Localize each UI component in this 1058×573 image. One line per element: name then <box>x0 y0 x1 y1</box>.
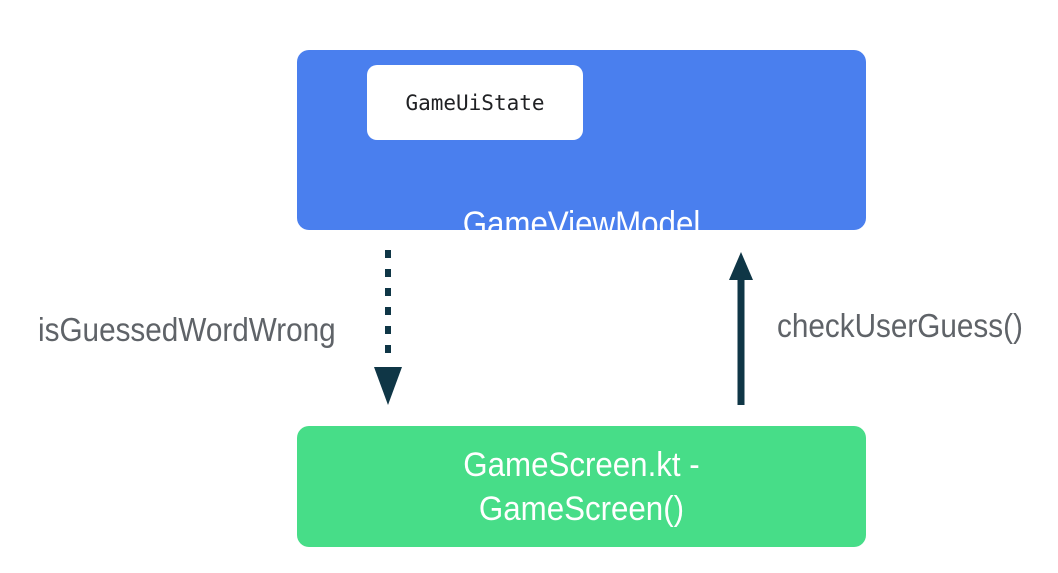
down-arrow <box>374 250 402 405</box>
down-arrowhead <box>374 367 402 405</box>
game-ui-state-label: GameUiState <box>405 90 545 115</box>
check-user-guess-label: checkUserGuess() <box>777 307 1023 344</box>
game-ui-state-box: GameUiState <box>367 65 583 140</box>
up-arrow <box>729 252 753 405</box>
game-screen-label-line2: GameScreen() <box>478 489 685 528</box>
is-guessed-word-wrong-label: isGuessedWordWrong <box>38 311 336 348</box>
up-arrowhead <box>729 252 753 280</box>
game-viewmodel-label: GameViewModel <box>462 205 701 243</box>
game-screen-label-line1: GameScreen.kt - <box>463 445 700 484</box>
game-screen-box: GameScreen.kt - GameScreen() <box>297 426 866 547</box>
